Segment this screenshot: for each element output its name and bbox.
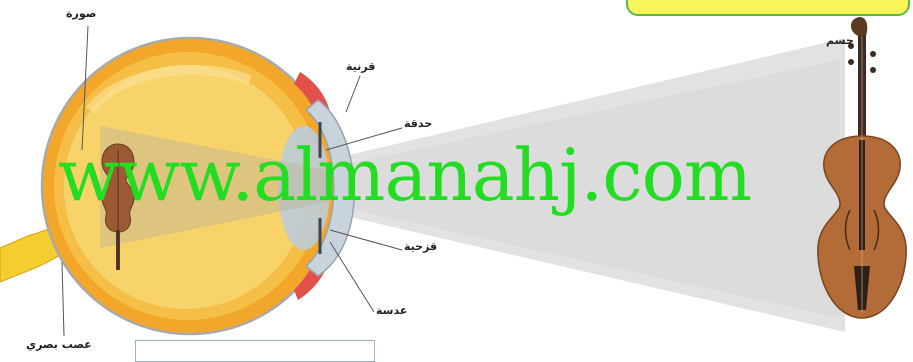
caption-box xyxy=(135,340,375,362)
label-optic-nerve: عصب بصري xyxy=(26,338,92,351)
watermark-text: www.almanahj.com xyxy=(58,135,751,215)
pointer-lens xyxy=(330,242,374,312)
label-iris: قزحية xyxy=(404,240,437,253)
label-cornea: قرنية xyxy=(346,60,375,73)
label-pupil: حدقة xyxy=(404,117,432,130)
label-object: جسم xyxy=(826,34,854,47)
label-lens: عدسة xyxy=(376,304,407,317)
label-image: صورة xyxy=(66,7,96,20)
pointer-optic-nerve xyxy=(62,262,64,336)
pointer-cornea xyxy=(346,76,360,112)
title-banner xyxy=(626,0,910,16)
